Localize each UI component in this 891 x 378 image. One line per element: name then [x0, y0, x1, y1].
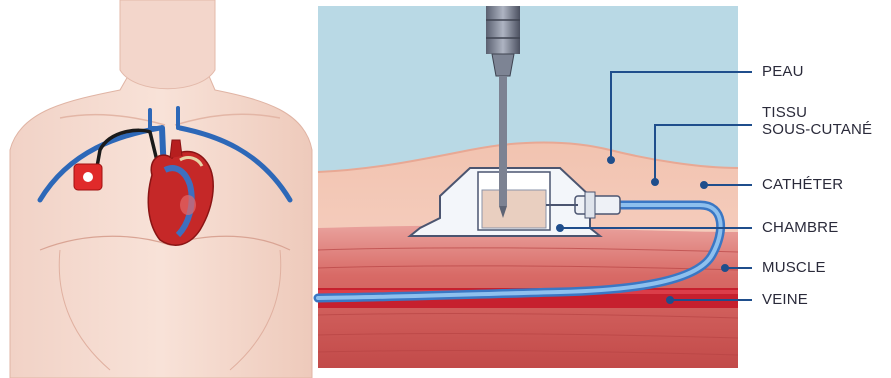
label-tissu-line1: TISSU [762, 104, 807, 121]
label-veine: VEINE [762, 291, 808, 308]
torso-illustration [10, 0, 312, 378]
implantable-port-icon [74, 164, 102, 190]
label-peau: PEAU [762, 63, 804, 80]
label-muscle: MUSCLE [762, 259, 826, 276]
label-chambre: CHAMBRE [762, 219, 838, 236]
label-tissu-line2: SOUS-CUTANÉ [762, 121, 872, 138]
cross-section-illustration [318, 6, 752, 368]
label-catheter: CATHÉTER [762, 176, 843, 193]
